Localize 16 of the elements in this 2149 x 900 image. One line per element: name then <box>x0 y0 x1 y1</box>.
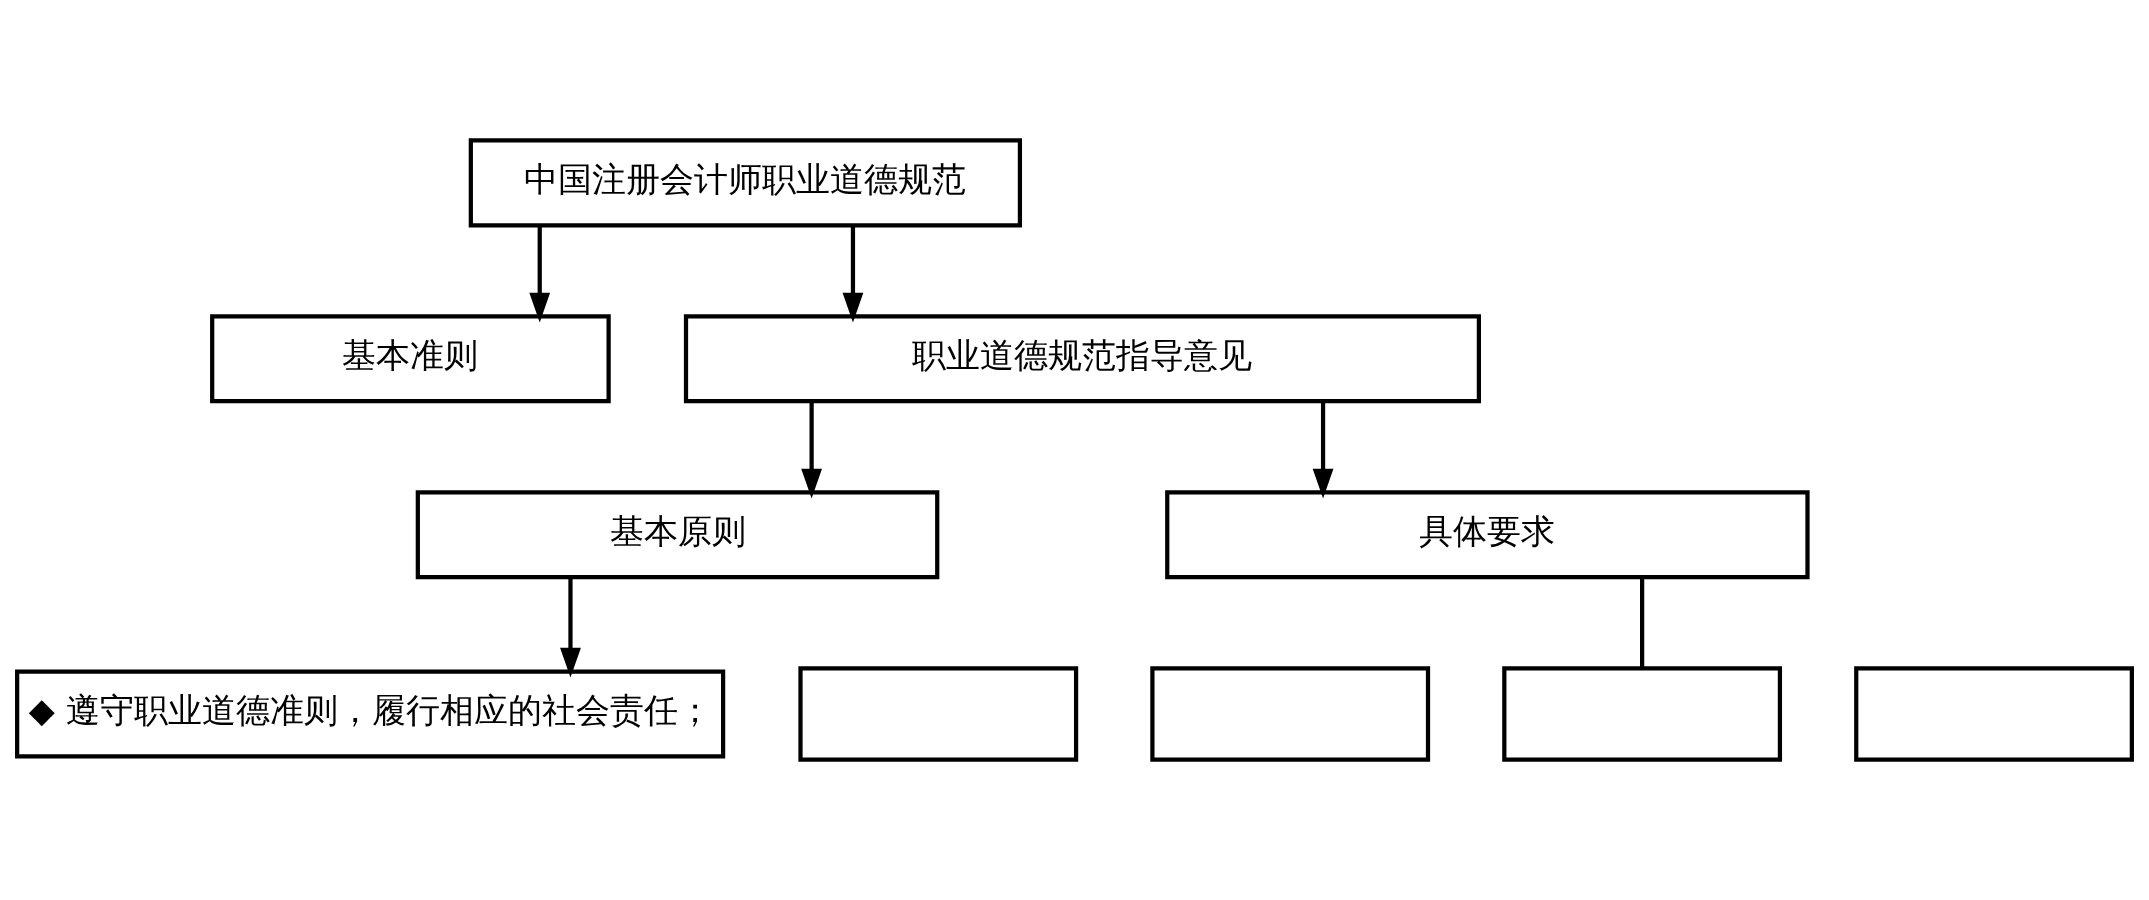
node-box: ◆ 遵守职业道德准则，履行相应的社会责任； <box>15 669 726 759</box>
node-box: 基本原则 <box>415 490 940 580</box>
node-box <box>1150 666 1431 762</box>
arrow <box>801 401 823 499</box>
node-box <box>798 666 1079 762</box>
node-box: 职业道德规范指导意见 <box>683 314 1481 404</box>
node-box <box>1502 666 1783 762</box>
node-box <box>1854 666 2134 762</box>
connector <box>1640 577 1645 668</box>
node-box: 中国注册会计师职业道德规范 <box>468 138 1023 228</box>
arrow <box>560 577 581 678</box>
node-box: 基本准则 <box>210 314 611 404</box>
arrow <box>1312 401 1334 499</box>
node-box: 具体要求 <box>1165 490 1810 580</box>
arrow <box>529 225 551 323</box>
arrow <box>842 225 864 323</box>
